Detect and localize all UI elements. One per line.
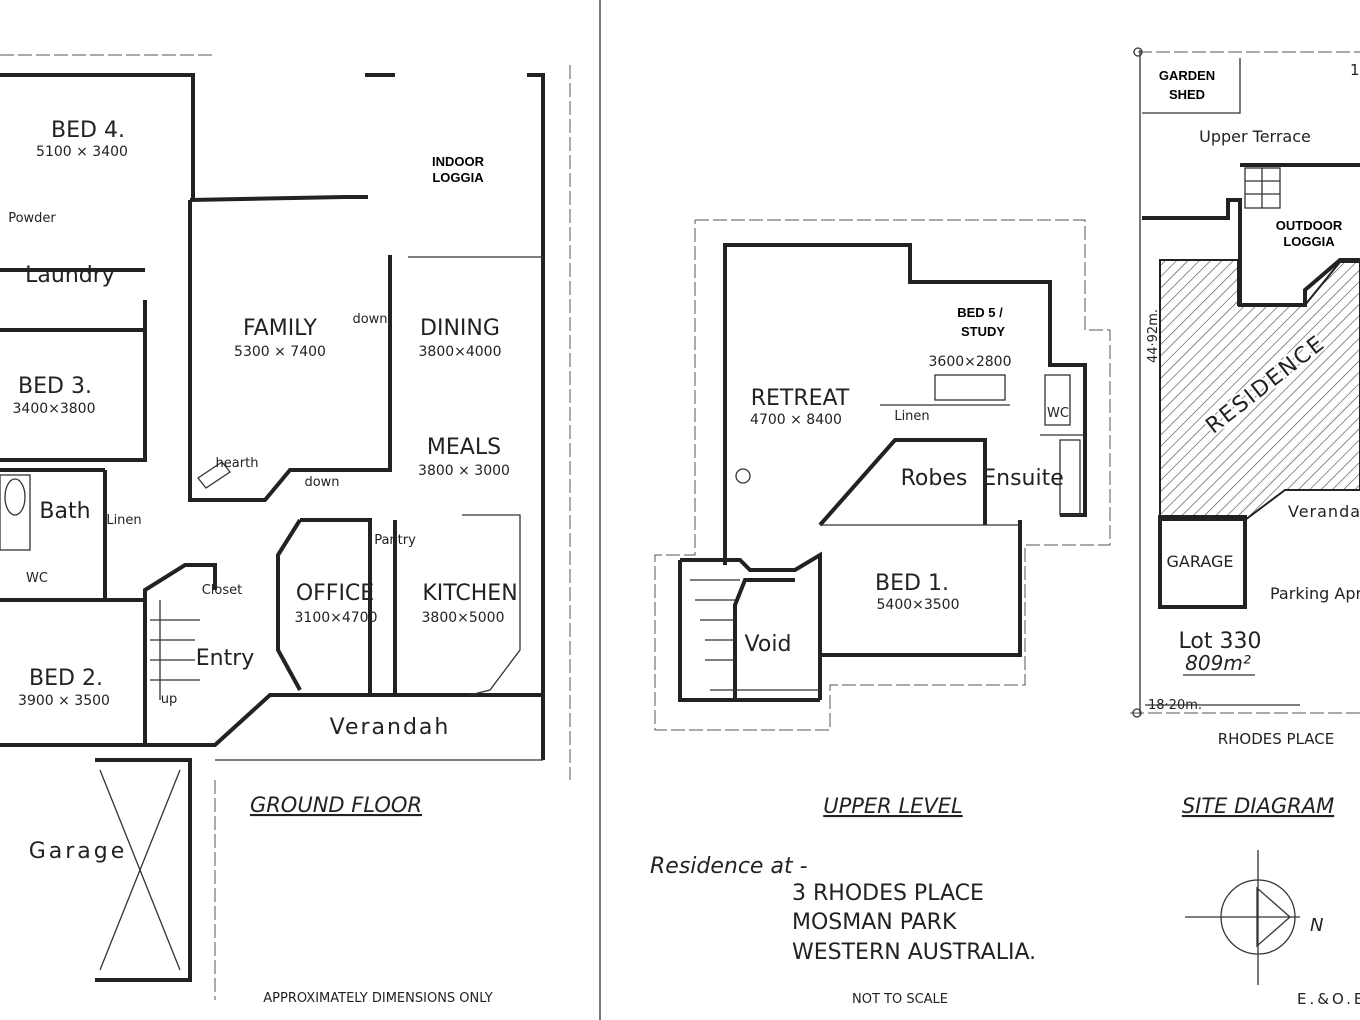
- room-ensuite: Ensuite: [982, 466, 1064, 491]
- lot-number: Lot 330: [1179, 629, 1262, 654]
- ground-floor-walls: [0, 73, 545, 982]
- site-diagram-labels: GARDEN SHED Upper Terrace OUTDOOR LOGGIA…: [1146, 61, 1360, 1008]
- eoe-note: E.&O.E.: [1297, 990, 1360, 1008]
- room-bed3: BED 3.: [18, 374, 92, 399]
- dimensions-note: APPROXIMATELY DIMENSIONS ONLY: [263, 991, 492, 1006]
- room-meals: MEALS: [427, 435, 501, 460]
- dims-bed1: 5400×3500: [877, 597, 960, 613]
- room-closet: Closet: [202, 583, 243, 598]
- room-upper-wc: WC: [1047, 406, 1069, 421]
- room-indoor-loggia-line1: INDOOR: [432, 154, 485, 169]
- lot-area: 809m²: [1185, 651, 1251, 675]
- street-name: RHODES PLACE: [1218, 730, 1335, 748]
- room-laundry: Laundry: [25, 263, 115, 288]
- site-diagram-title: SITE DIAGRAM: [1182, 794, 1334, 818]
- site-diagram-drawing: [1130, 47, 1360, 718]
- residence-hatch: [1159, 259, 1360, 521]
- site-verandah: Verandah: [1288, 502, 1360, 521]
- address-line3: WESTERN AUSTRALIA.: [792, 940, 1036, 965]
- outdoor-loggia-line1: OUTDOOR: [1276, 218, 1343, 233]
- room-indoor-loggia-line2: LOGGIA: [432, 170, 484, 185]
- garden-shed-line2: SHED: [1169, 87, 1205, 102]
- front-dimension: 18·20m.: [1148, 698, 1202, 713]
- garden-shed-line1: GARDEN: [1159, 68, 1215, 83]
- dims-bed2: 3900 × 3500: [18, 693, 110, 709]
- room-void: Void: [745, 632, 792, 657]
- scale-note: NOT TO SCALE: [852, 992, 948, 1007]
- outdoor-loggia-line2: LOGGIA: [1283, 234, 1335, 249]
- room-bed5-line2: STUDY: [961, 324, 1005, 339]
- label-hearth: hearth: [216, 456, 259, 471]
- dims-bed3: 3400×3800: [13, 401, 96, 417]
- room-bed4: BED 4.: [51, 118, 125, 143]
- label-down-1: down: [352, 312, 387, 327]
- north-arrow-icon: [1185, 850, 1300, 985]
- room-pantry: Pantry: [374, 533, 416, 548]
- room-linen: Linen: [106, 513, 141, 528]
- room-family: FAMILY: [243, 316, 317, 341]
- address-line2: MOSMAN PARK: [792, 910, 957, 935]
- side-dimension: 44·92m.: [1146, 309, 1161, 363]
- room-kitchen: KITCHEN: [422, 581, 517, 606]
- address-block: Residence at - 3 RHODES PLACE MOSMAN PAR…: [650, 854, 1036, 1007]
- room-garage: Garage: [29, 839, 128, 864]
- room-entry: Entry: [196, 646, 255, 671]
- room-dining: DINING: [420, 316, 500, 341]
- room-office: OFFICE: [296, 581, 374, 606]
- ground-floor-title: GROUND FLOOR: [250, 793, 422, 817]
- dims-meals: 3800 × 3000: [418, 463, 510, 479]
- room-robes: Robes: [901, 466, 968, 491]
- room-powder: Powder: [8, 211, 56, 226]
- room-retreat: RETREAT: [751, 386, 850, 411]
- label-up: up: [161, 692, 178, 707]
- room-bed2: BED 2.: [29, 666, 103, 691]
- dims-retreat: 4700 × 8400: [750, 412, 842, 428]
- upper-terrace: Upper Terrace: [1199, 127, 1311, 146]
- dims-bed4: 5100 × 3400: [36, 144, 128, 160]
- top-dimension: 18: [1350, 61, 1360, 79]
- label-down-2: down: [304, 475, 339, 490]
- dims-bed5: 3600×2800: [929, 354, 1012, 370]
- room-verandah: Verandah: [330, 715, 451, 740]
- north-label: N: [1310, 915, 1323, 936]
- room-upper-linen: Linen: [894, 409, 929, 424]
- upper-level-labels: RETREAT 4700 × 8400 BED 5 / STUDY 3600×2…: [745, 305, 1069, 818]
- dims-family: 5300 × 7400: [234, 344, 326, 360]
- ground-floor-labels: BED 4. 5100 × 3400 Powder Laundry BED 3.…: [8, 118, 517, 1006]
- room-wc: WC: [26, 571, 48, 586]
- room-bath: Bath: [39, 499, 90, 524]
- dims-office: 3100×4700: [295, 610, 378, 626]
- upper-level-title: UPPER LEVEL: [823, 794, 963, 818]
- site-garage: GARAGE: [1167, 552, 1234, 571]
- upper-level-walls: [654, 219, 1111, 731]
- dims-dining: 3800×4000: [419, 344, 502, 360]
- room-bed5-line1: BED 5 /: [957, 305, 1003, 320]
- address-lead: Residence at -: [650, 854, 808, 879]
- dims-kitchen: 3800×5000: [422, 610, 505, 626]
- address-line1: 3 RHODES PLACE: [792, 881, 984, 906]
- room-bed1: BED 1.: [875, 571, 949, 596]
- parking-apron: Parking Apron: [1270, 584, 1360, 603]
